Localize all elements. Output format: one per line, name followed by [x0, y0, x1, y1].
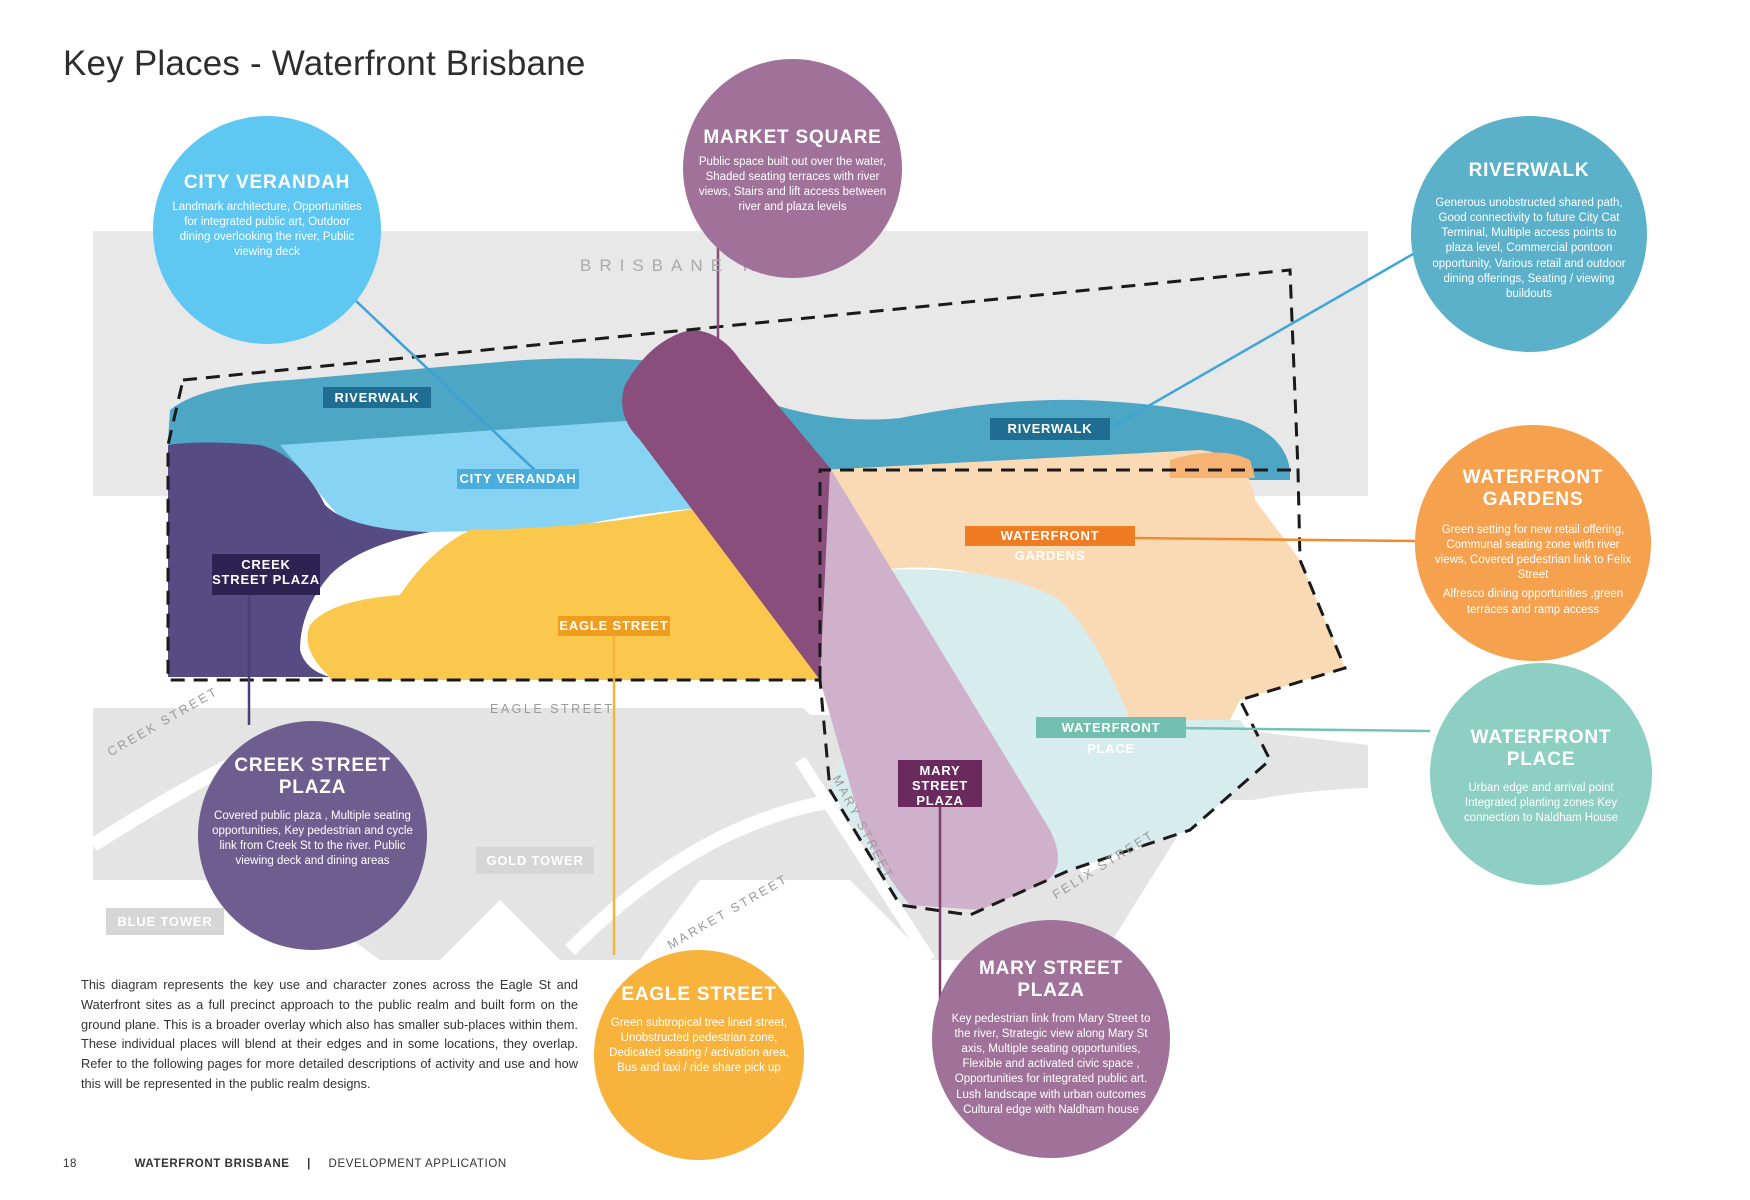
circle-waterfront-gardens-description-2: Alfresco dining opportunities ,green ter… — [1442, 588, 1624, 616]
footer-project: WATERFRONT BRISBANE — [134, 1158, 290, 1170]
building-blue-tower: BLUE TOWER — [106, 908, 224, 935]
footer-page-number: 18 — [63, 1158, 77, 1170]
body-text: This diagram represents the key use and … — [81, 977, 578, 1092]
site-boundary-inner — [818, 468, 1298, 680]
circle-mary-street-plaza-description: Key pedestrian link from Mary Street to … — [951, 1012, 1151, 1116]
zone-tag-creek-street-plaza: CREEK STREET PLAZA — [212, 554, 320, 595]
zone-tag-eagle-street: EAGLE STREET — [558, 616, 670, 636]
circle-creek-street-plaza-title: CREEK STREET PLAZA — [234, 755, 391, 798]
zone-market-square — [622, 330, 830, 680]
circle-riverwalk[interactable]: RIVERWALK Generous unobstructed shared p… — [1411, 116, 1647, 352]
zone-tag-mary-street-plaza: MARY STREET PLAZA — [898, 760, 982, 808]
street-curb-market — [565, 793, 841, 955]
circle-market-square[interactable]: MARKET SQUARE Public space built out ove… — [683, 59, 902, 278]
zone-waterfront-gardens-accent — [1170, 452, 1255, 478]
circle-waterfront-gardens-title: WATERFRONT GARDENS — [1462, 467, 1604, 510]
leader-riverwalk — [1109, 248, 1421, 430]
street-curb-mary — [794, 756, 936, 964]
zone-mary-street-plaza — [820, 468, 1058, 910]
footer: 18 WATERFRONT BRISBANE | DEVELOPMENT APP… — [63, 1158, 507, 1170]
circle-market-square-title: MARKET SQUARE — [703, 127, 882, 148]
zone-tag-riverwalk-2: RIVERWALK — [990, 418, 1110, 440]
circle-waterfront-place[interactable]: WATERFRONT PLACE Urban edge and arrival … — [1430, 663, 1652, 885]
circle-eagle-street[interactable]: EAGLE STREET Green subtropical tree line… — [594, 950, 804, 1160]
circle-waterfront-place-description: Urban edge and arrival point Integrated … — [1463, 781, 1619, 825]
street-label-eagle: EAGLE STREET — [490, 702, 615, 716]
circle-market-square-description: Public space built out over the water, S… — [698, 155, 887, 214]
zone-tag-riverwalk-1: RIVERWALK — [323, 387, 431, 408]
circle-city-verandah[interactable]: CITY VERANDAH Landmark architecture, Opp… — [153, 116, 381, 344]
zone-tag-city-verandah: CITY VERANDAH — [457, 469, 579, 489]
building-gold-tower: GOLD TOWER — [476, 847, 594, 874]
circle-waterfront-gardens[interactable]: WATERFRONT GARDENS Green setting for new… — [1415, 425, 1651, 661]
circle-waterfront-gardens-description: Green setting for new retail offering, C… — [1434, 523, 1632, 582]
circle-mary-street-plaza-title: MARY STREET PLAZA — [979, 958, 1123, 1001]
circle-eagle-street-title: EAGLE STREET — [621, 984, 777, 1005]
leader-waterfront-place — [1179, 726, 1431, 733]
site-boundary — [166, 268, 1348, 917]
circle-creek-street-plaza[interactable]: CREEK STREET PLAZA Covered public plaza … — [198, 721, 427, 950]
circle-riverwalk-description: Generous unobstructed shared path, Good … — [1432, 196, 1626, 300]
zone-tag-waterfront-place: WATERFRONT PLACE — [1036, 717, 1186, 756]
circle-eagle-street-description: Green subtropical tree lined street, Uno… — [609, 1016, 789, 1075]
page-title: Key Places - Waterfront Brisbane — [63, 44, 586, 83]
footer-separator: | — [307, 1158, 311, 1170]
leader-city-verandah — [354, 299, 541, 476]
circle-creek-street-plaza-description: Covered public plaza , Multiple seating … — [212, 809, 413, 868]
circle-mary-street-plaza[interactable]: MARY STREET PLAZA Key pedestrian link fr… — [932, 920, 1170, 1158]
zone-eagle-street — [307, 508, 820, 680]
zone-waterfront-gardens — [820, 450, 1345, 720]
footer-document: DEVELOPMENT APPLICATION — [328, 1158, 507, 1170]
leader-waterfront-gardens — [1134, 536, 1416, 543]
circle-city-verandah-title: CITY VERANDAH — [183, 172, 351, 193]
zone-tag-waterfront-gardens: WATERFRONT GARDENS — [965, 526, 1135, 563]
circle-waterfront-place-title: WATERFRONT PLACE — [1470, 727, 1612, 770]
circle-city-verandah-description: Landmark architecture, Opportunities for… — [172, 200, 362, 259]
circle-riverwalk-title: RIVERWALK — [1468, 160, 1590, 181]
